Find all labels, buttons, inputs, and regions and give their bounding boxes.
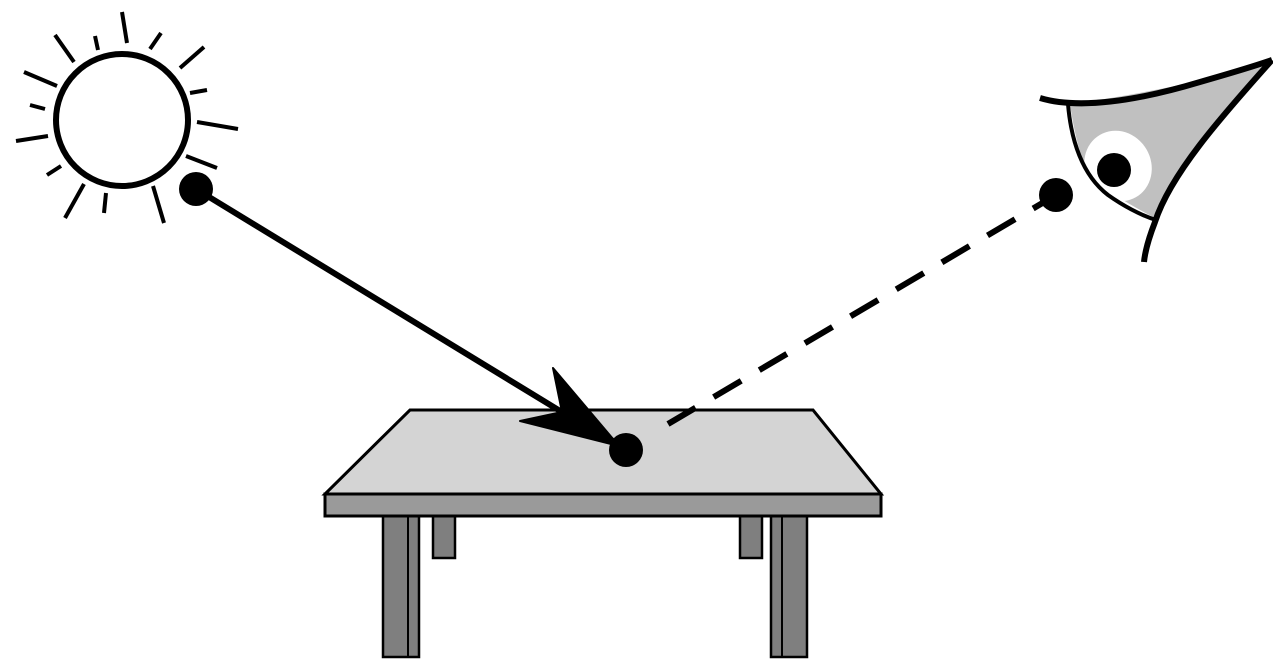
reflected-ray [668, 178, 1073, 424]
table-leg-front-left [383, 516, 419, 657]
pupil [1097, 153, 1131, 187]
table-top-edge [325, 494, 881, 516]
sun-disc [56, 54, 188, 186]
table-leg-front-right [771, 516, 807, 657]
table-top [325, 410, 881, 494]
incident-ray [179, 172, 622, 446]
eye-icon [1040, 60, 1272, 262]
reflection-point [609, 433, 643, 467]
ray-origin-dot [179, 172, 213, 206]
table-leg-back-left [433, 516, 455, 558]
table [325, 410, 881, 657]
table-leg-back-right [740, 516, 762, 558]
eye-entry-dot [1039, 178, 1073, 212]
